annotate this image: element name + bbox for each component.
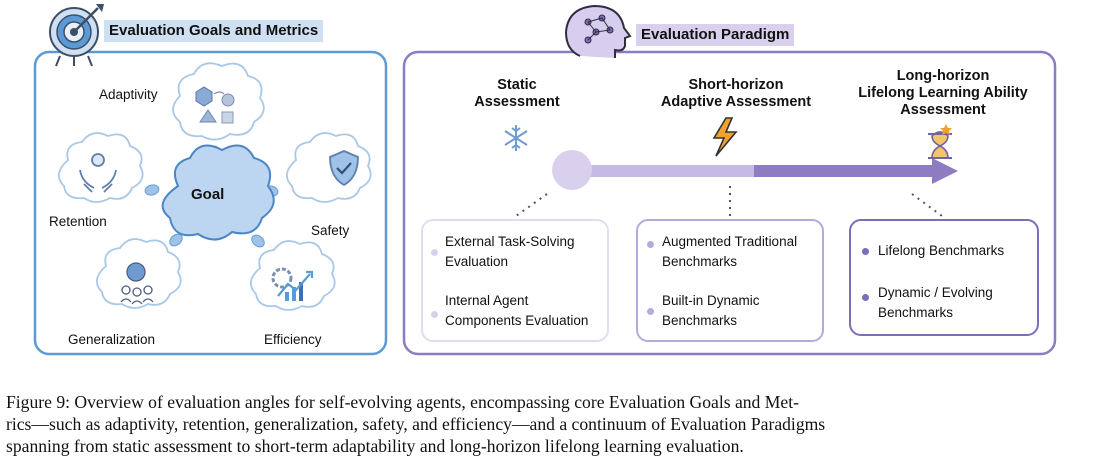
- short-item-1-line-1: Augmented Traditional: [662, 234, 798, 249]
- long-item-2: Dynamic / Evolving Benchmarks: [878, 283, 993, 323]
- long-item-1: Lifelong Benchmarks: [878, 241, 1004, 261]
- shapes-icon: [195, 86, 235, 124]
- caption-line-1: Figure 9: Overview of evaluation angles …: [6, 392, 799, 412]
- bullet-dot: [431, 311, 438, 318]
- static-methods-box: External Task-Solving Evaluation Interna…: [421, 219, 609, 342]
- stage-short-title-line-2: Adaptive Assessment: [660, 94, 812, 110]
- stage-short-title-line-1: Short-horizon: [688, 77, 784, 93]
- target-icon: [49, 4, 104, 67]
- paradigm-panel-title: Evaluation Paradigm: [636, 24, 795, 46]
- static-item-1-line-1: External Task-Solving: [445, 234, 575, 249]
- lightning-icon: [712, 117, 738, 157]
- static-item-2-line-1: Internal Agent: [445, 293, 529, 308]
- short-item-2-line-2: Benchmarks: [662, 313, 738, 328]
- arrow-origin-circle: [552, 150, 592, 190]
- short-item-2: Built-in Dynamic Benchmarks: [662, 291, 760, 331]
- stage-long-title: Long-horizon Lifelong Learning Ability A…: [843, 68, 1043, 119]
- efficiency-cloud: [250, 240, 336, 311]
- bullet-dot: [862, 294, 869, 301]
- long-horizon-methods-box: Lifelong Benchmarks Dynamic / Evolving B…: [849, 219, 1039, 336]
- short-horizon-methods-box: Augmented Traditional Benchmarks Built-i…: [636, 219, 824, 342]
- brain-head-icon: [564, 4, 632, 58]
- shield-icon: [329, 150, 359, 187]
- short-item-1-line-2: Benchmarks: [662, 254, 738, 269]
- retention-cloud: [58, 132, 144, 203]
- hands-icon: [79, 153, 117, 193]
- long-item-2-line-2: Benchmarks: [878, 305, 954, 320]
- figure-caption: Figure 9: Overview of evaluation angles …: [6, 391, 1096, 457]
- safety-cloud: [286, 132, 372, 203]
- stage-long-title-line-1: Long-horizon: [896, 68, 990, 84]
- efficiency-label: Efficiency: [264, 332, 322, 347]
- adaptivity-label: Adaptivity: [99, 87, 158, 102]
- stage-long-title-line-2: Lifelong Learning Ability: [858, 85, 1028, 101]
- efficiency-icon: [271, 267, 314, 301]
- adaptivity-cloud: [172, 62, 265, 141]
- short-item-1: Augmented Traditional Benchmarks: [662, 232, 797, 272]
- dotted-connectors: [515, 186, 943, 217]
- generalization-label: Generalization: [68, 332, 156, 347]
- stage-short-title: Short-horizon Adaptive Assessment: [636, 77, 836, 111]
- short-item-2-line-1: Built-in Dynamic: [662, 293, 760, 308]
- stage-static-title: Static Assessment: [462, 77, 572, 111]
- arrow-head: [932, 158, 958, 184]
- bullet-dot: [862, 248, 869, 255]
- hourglass-icon: [928, 124, 952, 159]
- caption-line-2: rics—such as adaptivity, retention, gene…: [6, 414, 826, 434]
- retention-label: Retention: [49, 214, 107, 229]
- bullet-dot: [647, 308, 654, 315]
- caption-line-3: spanning from static assessment to short…: [6, 436, 744, 456]
- long-item-2-line-1: Dynamic / Evolving: [878, 285, 993, 300]
- arrow-segment-1: [586, 165, 754, 177]
- long-item-1-line-1: Lifelong Benchmarks: [878, 243, 1005, 258]
- snowflake-icon: [504, 125, 528, 151]
- stage-static-title-line-2: Assessment: [474, 94, 560, 110]
- goal-cloud: [161, 144, 275, 241]
- arrow-segment-2: [754, 165, 934, 177]
- stage-long-title-line-3: Assessment: [900, 102, 986, 118]
- goals-panel-title: Evaluation Goals and Metrics: [104, 20, 324, 42]
- bullet-dot: [647, 241, 654, 248]
- static-item-1-line-2: Evaluation: [445, 254, 509, 269]
- static-item-2: Internal Agent Components Evaluation: [445, 291, 588, 331]
- static-item-1: External Task-Solving Evaluation: [445, 232, 575, 272]
- static-item-2-line-2: Components Evaluation: [445, 313, 589, 328]
- people-icon: [120, 262, 154, 305]
- stage-static-title-line-1: Static: [497, 77, 537, 93]
- goal-center-label: Goal: [191, 186, 225, 203]
- safety-label: Safety: [311, 223, 350, 238]
- bullet-dot: [431, 249, 438, 256]
